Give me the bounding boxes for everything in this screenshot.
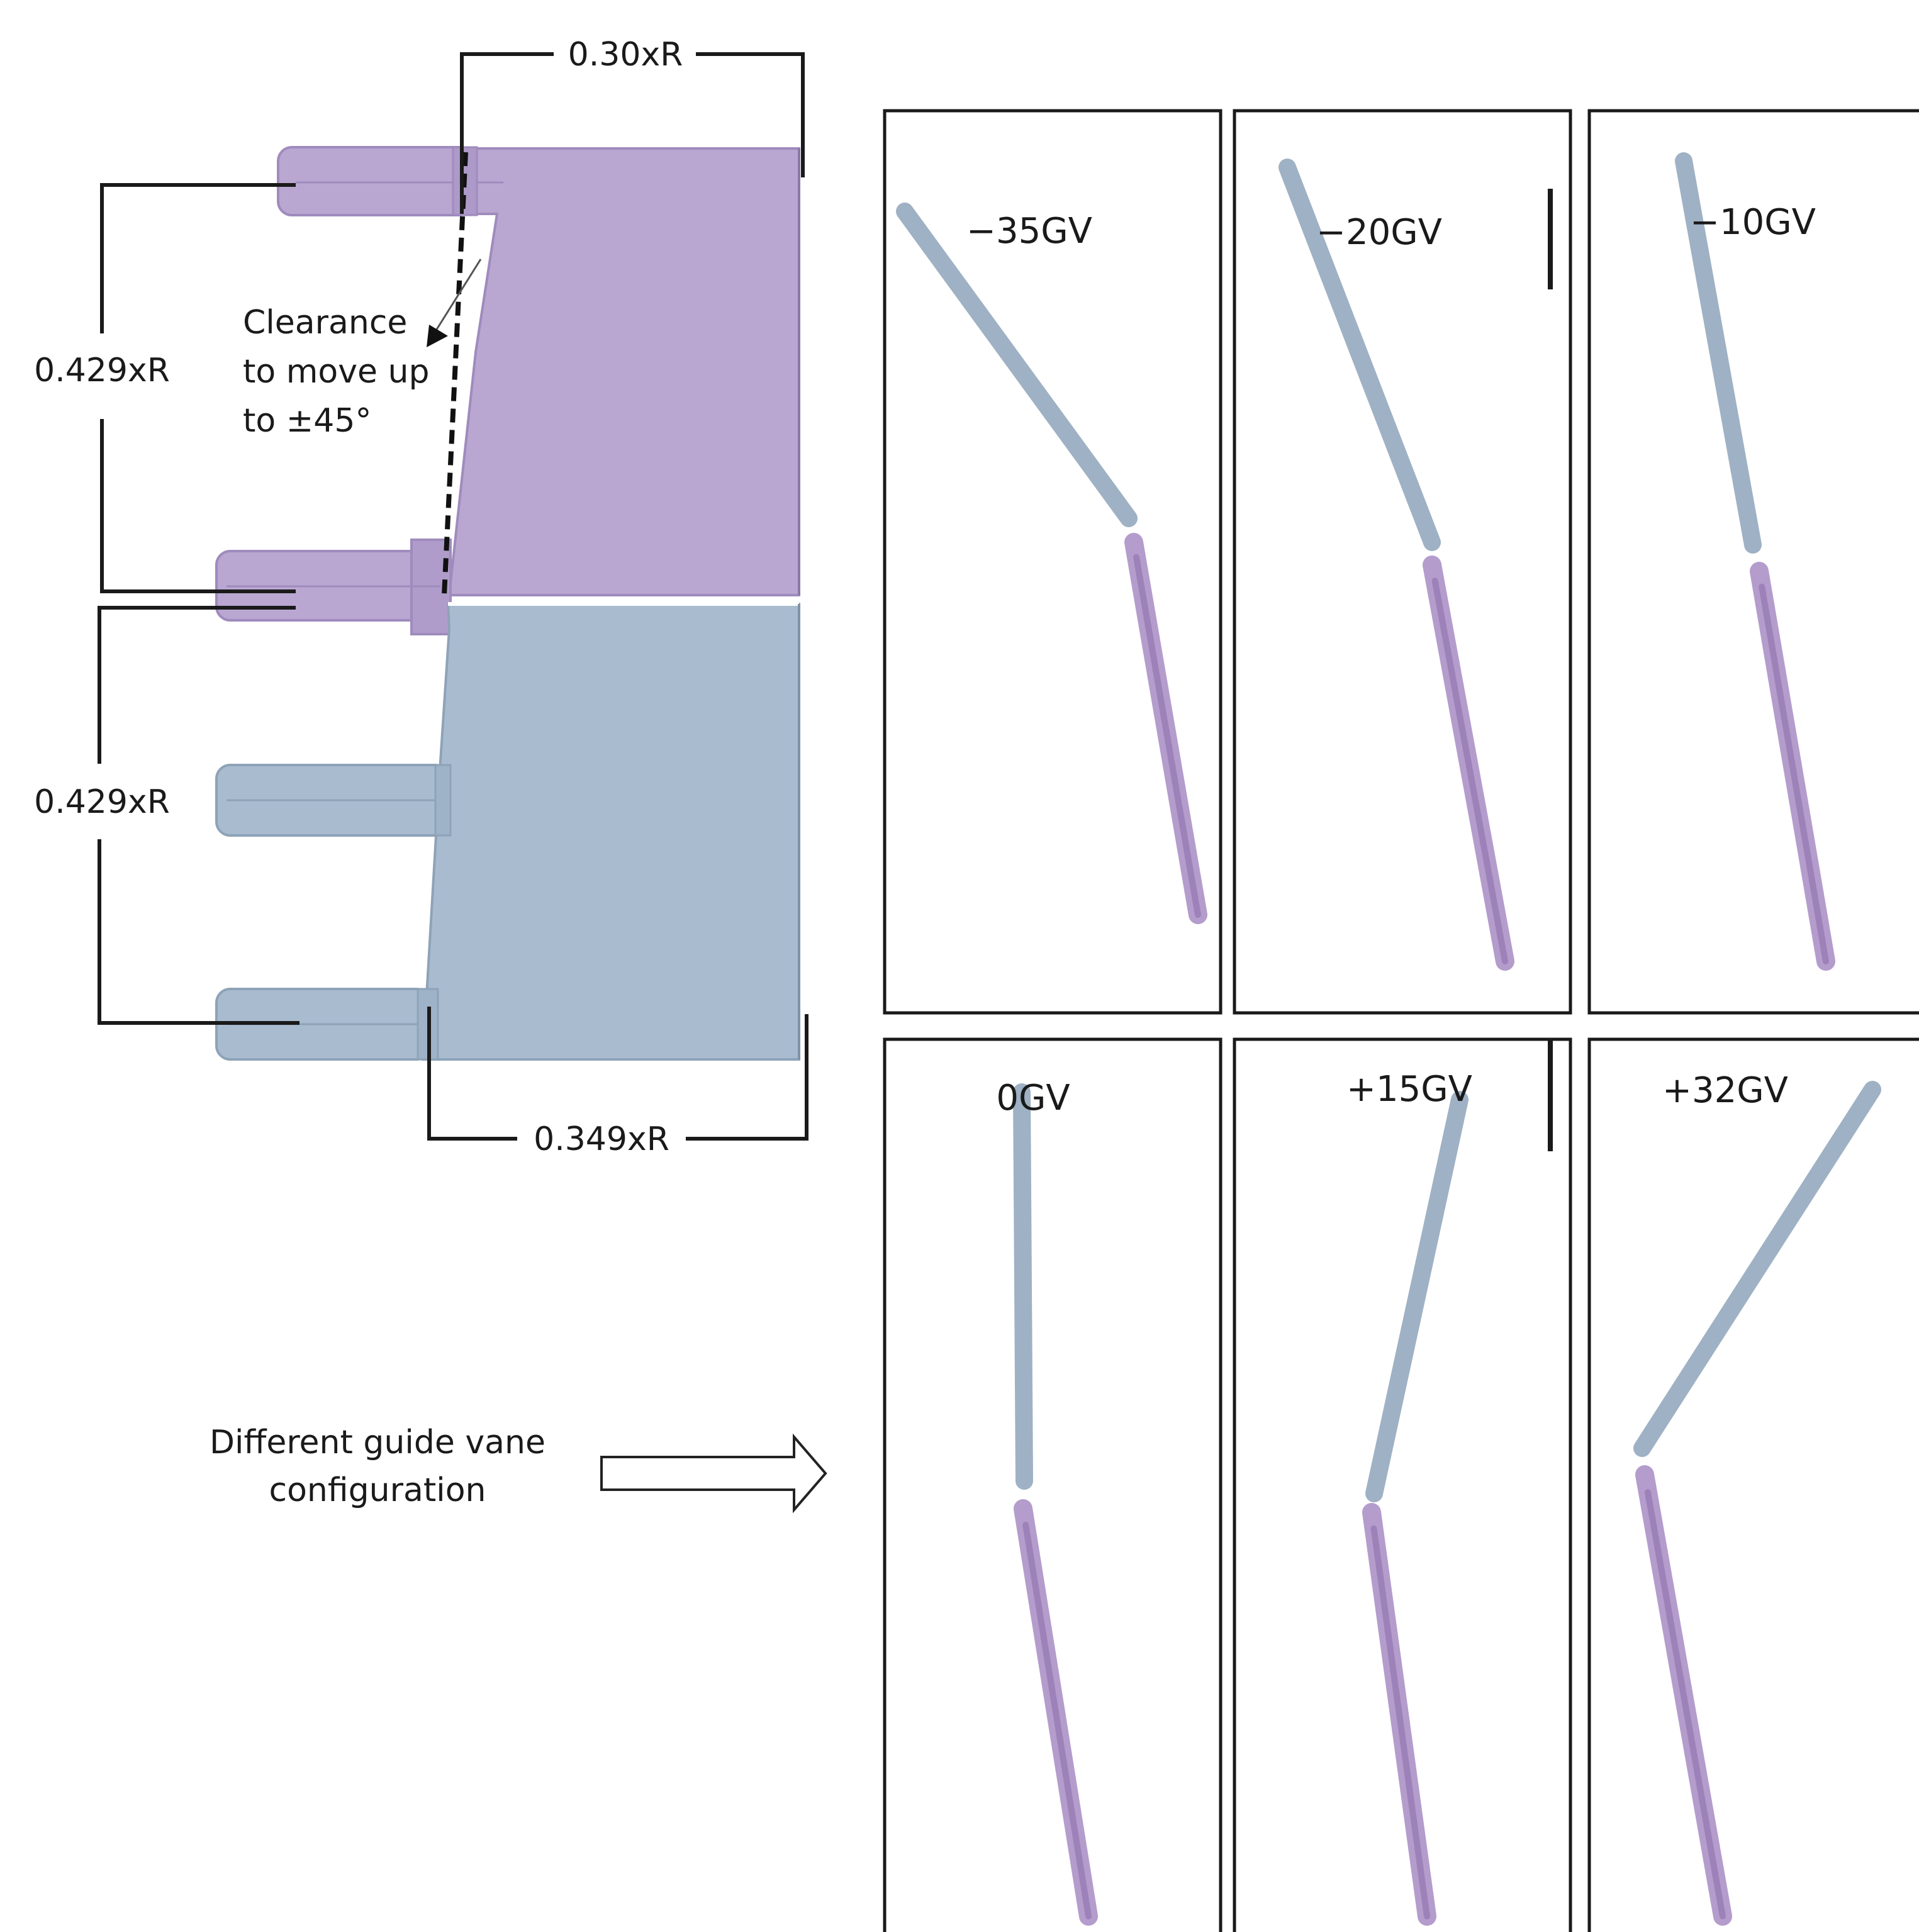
svg-text:configuration: configuration <box>269 1471 486 1509</box>
configuration-panel: 0GV <box>883 1037 1222 1932</box>
dimension-upper-left-label: 0.429xR <box>34 352 170 389</box>
lower-pin-top <box>215 764 452 837</box>
guide-vane-angle-label: +15GV <box>1346 1069 1472 1110</box>
guide-vane-angle-label: +32GV <box>1662 1070 1788 1111</box>
guide-vane-blue <box>1675 152 1762 554</box>
guide-vane-angle-label: 0GV <box>996 1078 1070 1119</box>
rotor-blade-tip <box>1022 1521 1092 1919</box>
upper-pin-top <box>277 146 503 216</box>
configuration-panel: −35GV <box>883 109 1222 1015</box>
upper-vane-body <box>447 147 800 596</box>
guide-vane-blue <box>1013 1083 1033 1490</box>
dimension-upper-left <box>100 183 296 593</box>
rotor-blade-tip <box>1431 578 1508 964</box>
rotor-blade-tip <box>1133 554 1201 918</box>
clearance-dashed-line <box>442 152 468 596</box>
guide-vane-angle-label: −35GV <box>966 211 1092 252</box>
svg-text:to move up: to move up <box>243 353 429 391</box>
lower-vane-body <box>421 603 800 1061</box>
panel-frame <box>1233 109 1572 1015</box>
dimension-top-label: 0.30xR <box>568 36 683 74</box>
rotor-blade-tip <box>1644 1489 1726 1919</box>
guide-vane-blue <box>1633 1081 1881 1457</box>
svg-text:Different guide vane: Different guide vane <box>210 1424 545 1461</box>
configuration-caption: Different guide vane configuration <box>210 1424 545 1509</box>
rotor-blade-tip <box>1370 1525 1430 1919</box>
dimension-lower-left <box>98 606 299 1025</box>
panel-frame <box>1587 109 1919 1015</box>
dimension-top <box>460 52 805 214</box>
guide-vane-blue <box>1365 1091 1469 1502</box>
assembly-drawing: 0.30xR 0.429xR 0.429xR 0.349xR Clearance… <box>34 36 808 1158</box>
dimension-lower-left-label: 0.429xR <box>34 783 170 821</box>
configuration-panel: −20GV <box>1233 109 1572 1015</box>
guide-vane-blue <box>1278 159 1441 551</box>
upper-pin-bottom <box>215 539 452 635</box>
dimension-bottom-label: 0.349xR <box>534 1120 669 1158</box>
guide-vane-angle-label: −20GV <box>1316 212 1442 253</box>
guide-vane-blue <box>896 203 1138 527</box>
clearance-arrow-icon <box>427 259 482 347</box>
configuration-panel: +15GV <box>1233 1037 1572 1932</box>
guide-vane-angle-label: −10GV <box>1690 202 1816 243</box>
configuration-panel: +32GV <box>1587 1037 1919 1932</box>
panel-frame <box>883 1037 1222 1932</box>
svg-text:Clearance: Clearance <box>243 304 407 342</box>
configuration-panels: −35GV −20GV −10GV 0GV +15GV +32GV <box>883 109 1919 1932</box>
dimension-bottom <box>427 1007 808 1141</box>
configuration-panel: −10GV <box>1587 109 1919 1015</box>
right-outline-arrow-icon <box>600 1433 827 1514</box>
rotor-blade-tip <box>1759 583 1829 964</box>
svg-text:to ±45°: to ±45° <box>243 402 371 440</box>
clearance-note: Clearance to move up to ±45° <box>243 304 429 440</box>
